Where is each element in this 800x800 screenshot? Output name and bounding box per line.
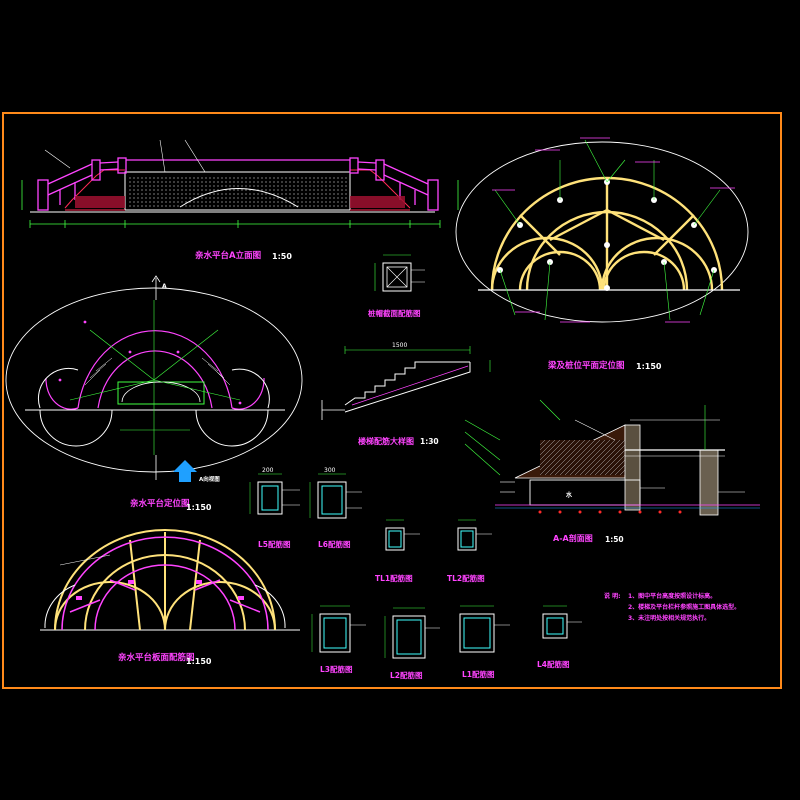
dim-300: 300 <box>324 467 336 474</box>
notes-line-1: 1、图中平台高度按照设计标高。 <box>628 592 716 600</box>
section-a-a <box>464 399 760 516</box>
elevation-view <box>21 139 459 228</box>
dim-1500: 1500 <box>392 342 407 349</box>
l1-title: L1配筋图 <box>462 669 495 679</box>
notes-heading: 说 明: <box>604 592 621 600</box>
l5-title: L5配筋图 <box>258 539 291 549</box>
notes-block: 说 明: 1、图中平台高度按照设计标高。 2、楼梯及平台栏杆参照施工图具体选型。… <box>604 592 740 622</box>
drawing-frame <box>2 112 782 689</box>
section-aa-scale: 1:50 <box>605 535 624 544</box>
notes-line-2: 2、楼梯及平台栏杆参照施工图具体选型。 <box>628 603 740 611</box>
section-aa-title: A-A剖面图 <box>553 533 593 543</box>
tl2-title: TL2配筋图 <box>447 573 485 583</box>
a-view-label: A向视图 <box>199 475 220 483</box>
beam-dim-lines <box>249 473 567 658</box>
beam-leader-lines <box>282 489 582 629</box>
stair-detail-scale: 1:30 <box>420 437 439 446</box>
water-label: 水 <box>566 491 573 499</box>
a-marker-top: A <box>162 283 167 290</box>
stair-detail <box>321 346 491 420</box>
elevation-scale: 1:50 <box>272 252 292 261</box>
slab-plan-title: 亲水平台板面配筋图 <box>118 652 195 663</box>
tl1-title: TL1配筋图 <box>375 573 413 583</box>
slab-plan-view <box>40 529 300 631</box>
l6-title: L6配筋图 <box>318 539 351 549</box>
l4-title: L4配筋图 <box>537 659 570 669</box>
pile-cap-section <box>374 254 425 292</box>
pile-section-title: 桩帽截面配筋图 <box>368 308 421 318</box>
dim-200: 200 <box>262 467 274 474</box>
stair-detail-title: 楼梯配筋大样图 <box>358 436 414 446</box>
slab-plan-scale: 1:150 <box>186 657 212 666</box>
beam-plan-title: 梁及桩位平面定位图 <box>547 360 625 371</box>
l2-title: L2配筋图 <box>390 670 423 680</box>
beam-plan-scale: 1:150 <box>636 362 662 371</box>
l3-title: L3配筋图 <box>320 664 353 674</box>
platform-plan-view <box>5 275 303 482</box>
platform-plan-title: 亲水平台定位图 <box>130 498 190 509</box>
notes-line-3: 3、未注明处按相关规范执行。 <box>628 614 710 622</box>
platform-plan-scale: 1:150 <box>186 503 212 512</box>
beam-plan-view <box>455 137 749 323</box>
beam-sections <box>257 481 568 659</box>
elevation-title: 亲水平台A立面图 <box>195 250 261 261</box>
